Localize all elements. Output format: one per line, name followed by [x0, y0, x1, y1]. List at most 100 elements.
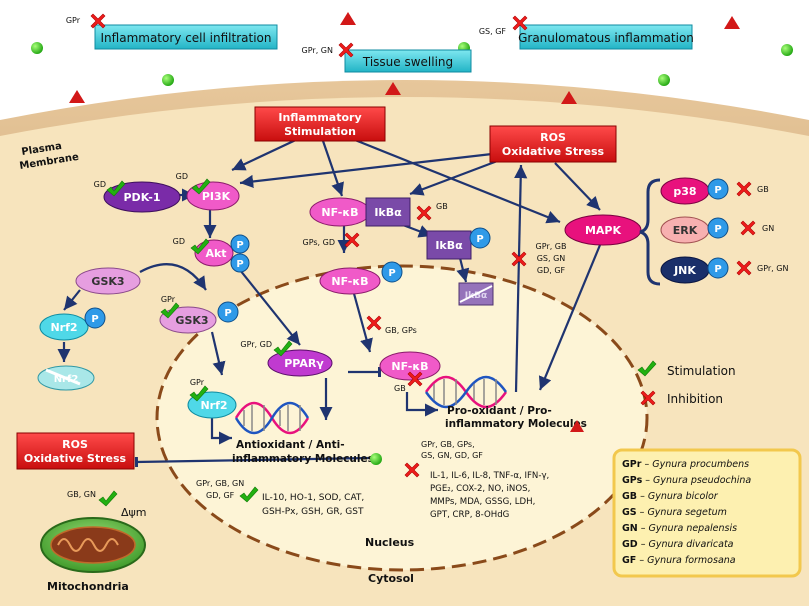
nrf2-phospho-node: Nrf2 P — [39, 307, 106, 341]
nrf2-label: Nrf2 — [200, 399, 227, 412]
nfkb-nuclear-node: NF-κB — [379, 351, 441, 381]
pi3k-species: GD — [176, 172, 188, 181]
inflammatory-stimulation-line1: Inflammatory — [278, 111, 361, 124]
nfkb-label: NF-κB — [391, 360, 428, 373]
phospho-label: P — [236, 259, 243, 270]
mapk-species-2: GS, GN — [537, 254, 566, 263]
cytosol-label: Cytosol — [368, 572, 414, 585]
ros-left-box: ROS Oxidative Stress — [16, 432, 135, 470]
phospho-label: P — [714, 185, 721, 196]
legend: Stimulation Inhibition — [637, 360, 736, 406]
species-key-row: GN – Gynura nepalensis — [622, 523, 737, 534]
nfkb-dna-species: GB — [394, 384, 406, 393]
species-dash: – — [636, 555, 647, 566]
nfkb-ikba-complex: NF-κB IkBα GB — [309, 197, 448, 227]
jnk-label: JNK — [673, 264, 696, 277]
species-abbr: GD — [622, 539, 638, 550]
pro-oxidant-label-1: Pro-oxidant / Pro- — [447, 405, 552, 417]
gsk3-label: GSK3 — [175, 314, 208, 327]
species-name: Gynura procumbens — [652, 459, 749, 470]
phospho-label: P — [91, 314, 98, 325]
phospho-label: P — [714, 264, 721, 275]
p38-label: p38 — [673, 185, 696, 198]
phospho-label: P — [236, 240, 243, 251]
swelling-label: Tissue swelling — [362, 55, 453, 69]
ros-top-line1: ROS — [540, 131, 566, 144]
antioxidant-label-2: inflammatory Molecules — [232, 453, 374, 465]
swelling-box: Tissue swelling GPr, GN — [302, 42, 472, 73]
mitochondria: Mitochondria GB, GN Δψm — [40, 490, 147, 593]
ppar-species: GPr, GD — [240, 340, 272, 349]
infiltration-species: GPr — [66, 16, 81, 25]
akt-label: Akt — [205, 247, 226, 260]
gsk3-phospho-node: GSK3 P GPr — [159, 295, 239, 334]
mapk-node: MAPK — [564, 214, 642, 246]
species-abbr: GS — [622, 507, 637, 518]
nrf2-degraded-node: Nrf2 — [37, 365, 95, 391]
species-key-row: GF – Gynura formosana — [622, 555, 736, 566]
legend-stimulation: Stimulation — [667, 364, 736, 378]
species-name: Gynura segetum — [647, 507, 726, 518]
ros-left-line1: ROS — [62, 438, 88, 451]
p38-species: GB — [757, 185, 769, 194]
anti-list-species-2: GD, GF — [206, 491, 235, 500]
granulomatous-label: Granulomatous inflammation — [518, 31, 694, 45]
nrf2-species: GPr — [190, 378, 205, 387]
species-key-row: GS – Gynura segetum — [622, 507, 727, 518]
anti-circle-icon — [370, 453, 382, 465]
jnk-node: JNK P GPr, GN — [660, 256, 788, 284]
pathway-arrows — [57, 136, 602, 468]
phospho-label: P — [388, 268, 395, 279]
legend-inhibition: Inhibition — [667, 392, 723, 406]
membrane-potential-label: Δψm — [121, 506, 147, 519]
species-name: Gynura formosana — [647, 555, 736, 566]
species-dash: – — [642, 475, 653, 486]
pro-molecules-3: MMPs, MDA, GSSG, LDH, — [430, 497, 535, 507]
granulomatous-species: GS, GF — [479, 27, 507, 36]
ikba-label: IkBα — [435, 239, 463, 252]
mapk-brace — [639, 178, 661, 286]
nrf2-nuclear-node: Nrf2 GPr — [187, 378, 237, 419]
erk-label: ERK — [673, 224, 698, 237]
nfkb-trans-species: GPs, GD — [303, 238, 336, 247]
anti-list-species-1: GPr, GB, GN — [196, 479, 244, 488]
pro-list-species-2: GS, GN, GD, GF — [421, 451, 483, 460]
pdk1-label: PDK-1 — [124, 191, 161, 204]
species-key-row: GB – Gynura bicolor — [622, 491, 719, 502]
erk-node: ERK P GN — [660, 216, 774, 244]
nfkb-label: NF-κB — [331, 275, 368, 288]
nrf2-label: Nrf2 — [50, 321, 77, 334]
jnk-species: GPr, GN — [757, 264, 788, 273]
ikba-label: IkBα — [374, 206, 402, 219]
species-abbr: GN — [622, 523, 638, 534]
pro-triangle-icon — [570, 420, 584, 432]
ros-top-line2: Oxidative Stress — [502, 145, 605, 158]
species-dash: – — [641, 459, 652, 470]
dna-helix-right — [424, 375, 508, 409]
mito-species: GB, GN — [67, 490, 96, 499]
species-dash: – — [638, 523, 649, 534]
nfkb-label: NF-κB — [321, 206, 358, 219]
pro-molecules-2: PGE₂, COX-2, NO, iNOS, — [430, 484, 530, 494]
ppar-node: PPARγ GPr, GD — [240, 340, 333, 377]
phospho-label: P — [714, 224, 721, 235]
species-abbr: GF — [622, 555, 636, 566]
mapk-species-1: GPr, GB — [536, 242, 567, 251]
akt-node: Akt P P GD — [173, 234, 250, 273]
gsk3-label: GSK3 — [91, 275, 124, 288]
akt-species: GD — [173, 237, 185, 246]
pro-molecules-1: IL-1, IL-6, IL-8, TNF-α, IFN-γ, — [430, 471, 549, 481]
pdk1-node: PDK-1 GD — [94, 180, 181, 213]
nfkb-nuc-species: GB, GPs — [385, 326, 417, 335]
species-key-row: GPr – Gynura procumbens — [622, 459, 749, 470]
pi3k-node: PI3K GD — [176, 172, 240, 211]
nfkb-phospho-node: NF-κB P — [319, 261, 403, 295]
inflammatory-stimulation-box: Inflammatory Stimulation — [254, 106, 386, 142]
ppar-label: PPARγ — [284, 357, 324, 370]
infiltration-box: Inflammatory cell infiltration GPr — [66, 13, 278, 50]
ros-top-box: ROS Oxidative Stress — [489, 125, 617, 163]
gsk3-node-free: GSK3 — [75, 267, 141, 295]
p38-node: p38 P GB — [660, 177, 769, 205]
species-dash: – — [637, 491, 648, 502]
